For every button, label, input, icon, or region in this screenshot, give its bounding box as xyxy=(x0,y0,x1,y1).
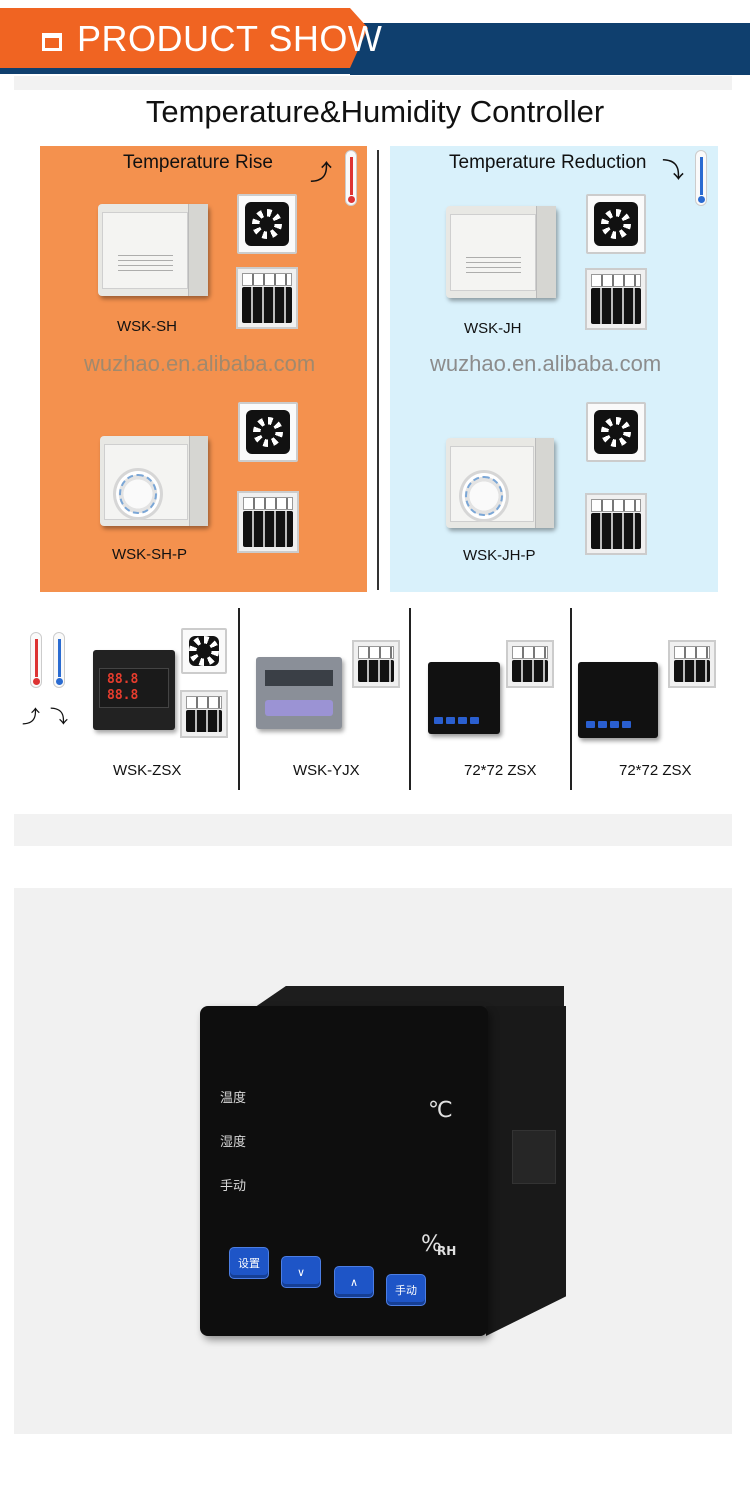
watermark: wuzhao.en.alibaba.com xyxy=(84,351,316,376)
percent-unit: % xyxy=(421,1232,442,1257)
page-title: Temperature&Humidity Controller xyxy=(145,94,605,129)
wsk-yjx-device-image xyxy=(256,657,342,729)
wsk-zsx-device-image: 88.8 88.8 xyxy=(93,650,175,730)
rise-arrow-icon: ⤴ xyxy=(22,707,40,727)
socket-base-image xyxy=(181,628,227,674)
thermometer-hot-icon xyxy=(30,632,42,688)
72-zsx-device-image xyxy=(428,662,500,734)
rh-unit: RH xyxy=(437,1244,457,1258)
panel-title: Temperature Reduction xyxy=(449,152,647,173)
divider-strip xyxy=(14,814,732,846)
manual-label: 手动 xyxy=(220,1179,247,1194)
temperature-label: 温度 xyxy=(220,1091,247,1106)
humidity-label: 湿度 xyxy=(220,1135,247,1150)
wsk-sh-p-device-image xyxy=(100,436,208,526)
reduction-arrow-icon: ⤵ xyxy=(662,158,685,183)
rise-arrow-icon: ⤴ xyxy=(310,160,333,185)
terminal-block-image xyxy=(506,640,554,688)
model-label: WSK-YJX xyxy=(293,762,360,779)
socket-base-image xyxy=(586,194,646,254)
thermometer-icon xyxy=(345,150,357,206)
watermark: wuzhao.en.alibaba.com xyxy=(430,351,662,376)
set-button: 设置 xyxy=(229,1247,269,1279)
panel-temperature-reduction: Temperature Reduction ⤵ WSK-JH wuzhao.en… xyxy=(390,146,718,592)
down-button: ∨ xyxy=(281,1256,321,1288)
panel-divider xyxy=(377,150,379,590)
model-label: WSK-JH-P xyxy=(463,547,536,564)
terminal-block-image xyxy=(237,491,299,553)
terminal-block-image xyxy=(236,267,298,329)
socket-base-image xyxy=(586,402,646,462)
model-label: WSK-JH xyxy=(464,320,522,337)
wsk-jh-device-image xyxy=(446,206,556,298)
panel-title: Temperature Rise xyxy=(123,152,273,173)
banner-strip xyxy=(0,68,750,74)
reduction-arrow-icon: ⤵ xyxy=(50,707,68,727)
row-divider xyxy=(238,608,240,790)
wsk-sh-device-image xyxy=(98,204,208,296)
banner-title: PRODUCT SHOW xyxy=(77,18,383,59)
panel-temperature-rise: Temperature Rise ⤴ WSK-SH wuzhao.en.alib… xyxy=(40,146,367,592)
divider-strip xyxy=(14,76,732,90)
terminal-block-image xyxy=(352,640,400,688)
terminal-block-image xyxy=(180,690,228,738)
socket-base-image xyxy=(237,194,297,254)
banner-blue-bar xyxy=(350,23,750,75)
terminal-block-image xyxy=(585,268,647,330)
model-label: WSK-SH xyxy=(117,318,177,335)
model-label: WSK-SH-P xyxy=(112,546,187,563)
72-zsx-device-image xyxy=(578,662,658,738)
product-show-banner: PRODUCT SHOW xyxy=(0,0,750,90)
terminal-block-image xyxy=(585,493,647,555)
model-label: 72*72 ZSX xyxy=(464,762,537,779)
square-icon xyxy=(42,33,62,51)
model-label: 72*72 ZSX xyxy=(619,762,692,779)
model-label: WSK-ZSX xyxy=(113,762,182,779)
up-button: ∧ xyxy=(334,1266,374,1298)
row-divider xyxy=(409,608,411,790)
manual-button: 手动 xyxy=(386,1274,426,1306)
thermometer-icon xyxy=(695,150,707,206)
celsius-unit: ℃ xyxy=(428,1098,453,1123)
terminal-block-image xyxy=(668,640,716,688)
thermometer-cold-icon xyxy=(53,632,65,688)
wsk-jh-p-device-image xyxy=(446,438,554,528)
row-divider xyxy=(570,608,572,790)
socket-base-image xyxy=(238,402,298,462)
